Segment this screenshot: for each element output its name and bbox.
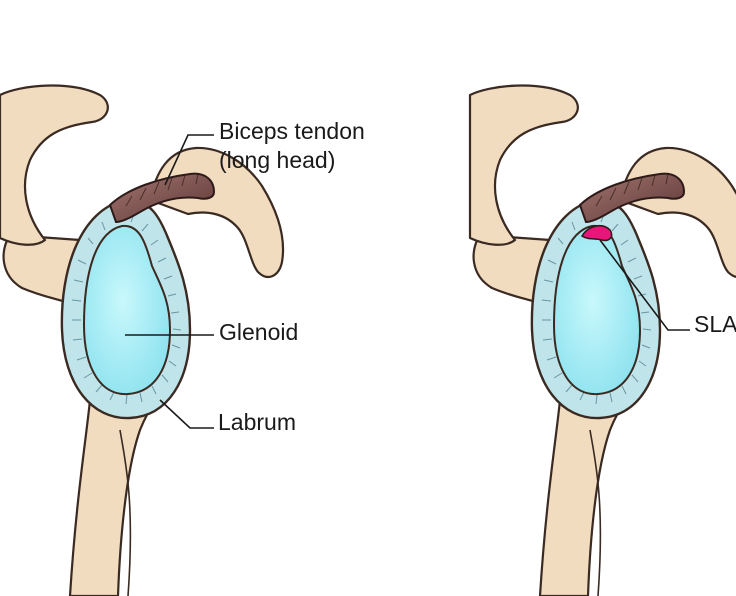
slap-tear-mark	[580, 225, 613, 242]
biceps-leader-line	[164, 134, 214, 186]
slap-leader-line	[599, 239, 690, 331]
labrum-label: Labrum	[218, 409, 296, 435]
biceps-tendon-label: Biceps tendon (long head)	[219, 117, 365, 175]
slap-tear-shoulder-illustration	[468, 84, 736, 596]
biceps-tendon-label-line1: Biceps tendon	[219, 118, 365, 144]
glenoid-label: Glenoid	[219, 319, 299, 345]
slap-label: SLA	[694, 311, 736, 337]
labrum-leader-line	[159, 399, 214, 429]
biceps-tendon-label-line2: (long head)	[219, 147, 336, 173]
